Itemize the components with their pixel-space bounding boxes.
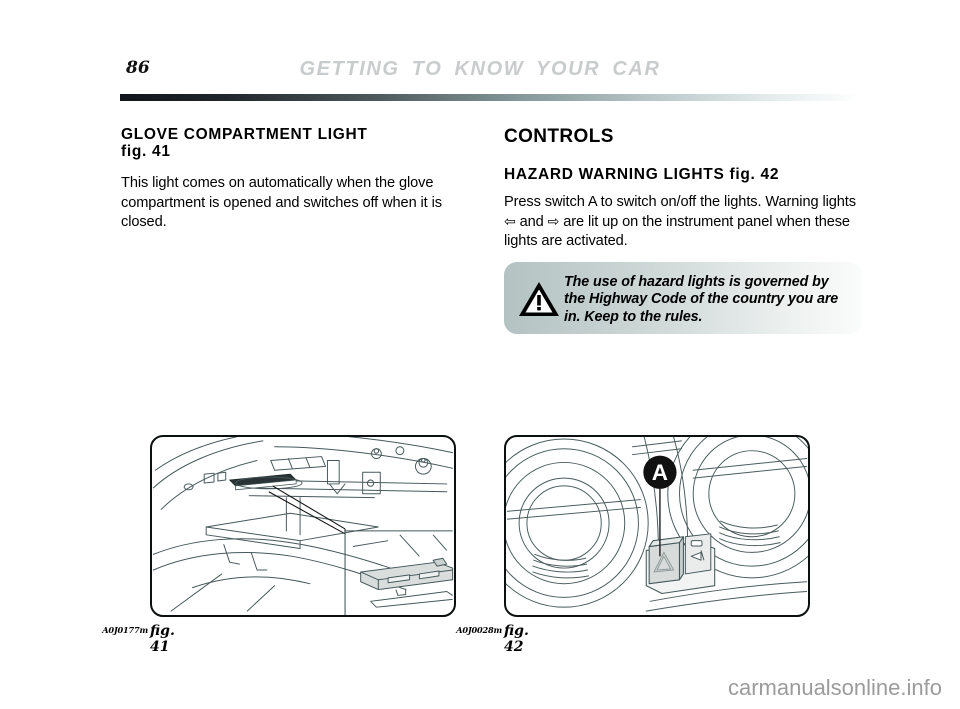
figure-42-image: A xyxy=(504,435,810,617)
spacer xyxy=(504,183,864,193)
arrow-left-icon: ⇦ xyxy=(504,213,516,230)
body-text-part-1: Press switch A to switch on/off the ligh… xyxy=(504,194,856,210)
hazard-warning-callout-box: The use of hazard lights is governed by … xyxy=(504,262,862,334)
body-text-part-3: are lit up on the instrument panel when … xyxy=(504,213,850,250)
heading-line-2: fig. 41 xyxy=(121,143,171,160)
figure-41-image xyxy=(150,435,456,617)
figure-42-callout-a-label: A xyxy=(652,460,668,485)
figure-42-caption: fig. 42 xyxy=(504,623,529,655)
page-number: 86 xyxy=(126,58,150,78)
header-divider-rule xyxy=(120,94,860,101)
hazard-warning-lights-body: Press switch A to switch on/off the ligh… xyxy=(504,193,864,252)
page-header: 86 GETTING TO KNOW YOUR CAR xyxy=(0,58,960,100)
page-title: GETTING TO KNOW YOUR CAR xyxy=(299,58,661,80)
right-column: CONTROLS HAZARD WARNING LIGHTS fig. 42 P… xyxy=(504,126,864,252)
controls-heading: CONTROLS xyxy=(504,126,614,147)
hazard-warning-callout-text: The use of hazard lights is governed by … xyxy=(564,274,839,325)
left-column: GLOVE COMPARTMENT LIGHT fig. 41 This lig… xyxy=(121,126,481,233)
figure-42-code: A0J0028m xyxy=(456,625,502,635)
body-text-part-2: and xyxy=(515,213,548,230)
spacer xyxy=(121,160,481,174)
glove-compartment-light-heading: GLOVE COMPARTMENT LIGHT fig. 41 xyxy=(121,126,481,160)
figure-41-caption: fig. 41 xyxy=(150,623,175,655)
arrow-right-icon: ⇨ xyxy=(547,213,560,230)
figure-41-code: A0J0177m xyxy=(102,625,148,635)
glove-compartment-light-body: This light comes on automatically when t… xyxy=(121,175,442,230)
site-watermark: carmanualsonline.info xyxy=(727,675,942,700)
heading-line-1: GLOVE COMPARTMENT LIGHT xyxy=(121,126,368,143)
hazard-warning-lights-subheading: HAZARD WARNING LIGHTS fig. 42 xyxy=(504,166,780,183)
spacer xyxy=(504,148,864,166)
warning-triangle-icon xyxy=(518,280,560,318)
